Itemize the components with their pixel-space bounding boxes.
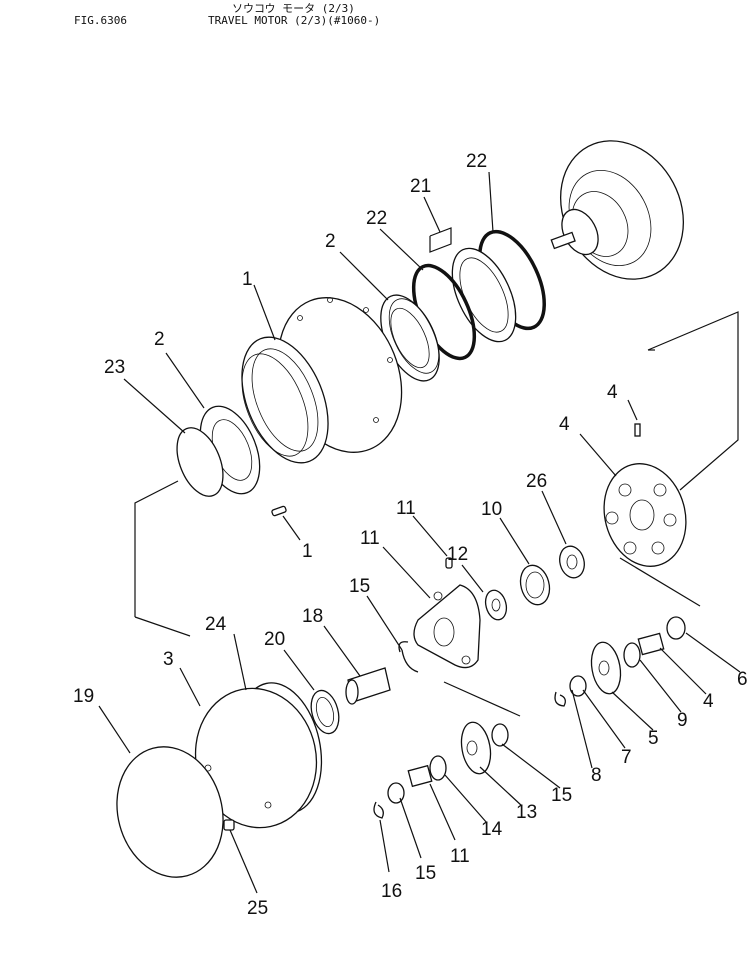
figure-number: FIG.6306 <box>74 14 127 27</box>
callout-7: 9 <box>677 710 688 731</box>
part-planet-gear-right <box>554 616 686 707</box>
callout-4: 4 <box>559 414 570 435</box>
callout-13: 12 <box>447 544 468 565</box>
callout-17: 16 <box>381 881 402 902</box>
callout-1: 1 <box>302 541 313 562</box>
callout-10: 10 <box>481 499 502 520</box>
diagram-title: TRAVEL MOTOR (2/3)(#1060-) <box>208 14 381 27</box>
callout-2: 2 <box>325 231 336 252</box>
callout-4: 4 <box>703 691 714 712</box>
callout-16: 15 <box>349 576 370 597</box>
callout-20: 20 <box>264 629 285 650</box>
callout-18: 18 <box>302 606 323 627</box>
callout-23: 23 <box>104 357 125 378</box>
callout-22: 22 <box>366 208 387 229</box>
callout-5: 5 <box>648 728 659 749</box>
callout-15: 15 <box>551 785 572 806</box>
part-cover <box>116 682 323 878</box>
callout-22: 22 <box>466 151 487 172</box>
callout-numbers: 22 21 22 2 1 2 23 1 4 4 26 10 11 11 12 1… <box>73 151 748 919</box>
callout-25: 25 <box>247 898 268 919</box>
callout-19: 19 <box>73 686 94 707</box>
part-plate <box>413 584 481 669</box>
callout-26: 26 <box>526 471 547 492</box>
part-shaft-bearing <box>445 545 585 621</box>
callout-9: 8 <box>591 765 602 786</box>
group-bracket-lines <box>134 227 739 717</box>
part-carrier <box>603 423 687 567</box>
part-housing-flange <box>241 297 403 464</box>
callout-8: 7 <box>621 747 632 768</box>
part-bearing-lower <box>176 405 261 497</box>
callout-2: 2 <box>154 329 165 350</box>
diagram-title-japanese: ソウコウ モータ (2/3) <box>232 2 355 15</box>
callout-11: 11 <box>360 528 380 549</box>
part-snap-ring <box>398 641 419 673</box>
part-shaft <box>310 667 391 735</box>
callout-11: 11 <box>396 498 416 519</box>
callout-24: 24 <box>205 614 227 635</box>
leader-lines <box>98 171 741 894</box>
part-hub-cover <box>550 140 685 280</box>
callout-14: 14 <box>481 819 503 840</box>
callout-11: 11 <box>450 846 470 867</box>
callout-1: 1 <box>242 269 253 290</box>
callout-21: 21 <box>410 176 431 197</box>
callout-4: 4 <box>607 382 618 403</box>
part-pin <box>271 505 287 517</box>
callout-3: 3 <box>163 649 174 670</box>
part-planet-gear-lower <box>373 721 509 819</box>
callout-12: 13 <box>516 802 537 823</box>
callout-6: 6 <box>737 669 748 690</box>
callout-15: 15 <box>415 863 436 884</box>
